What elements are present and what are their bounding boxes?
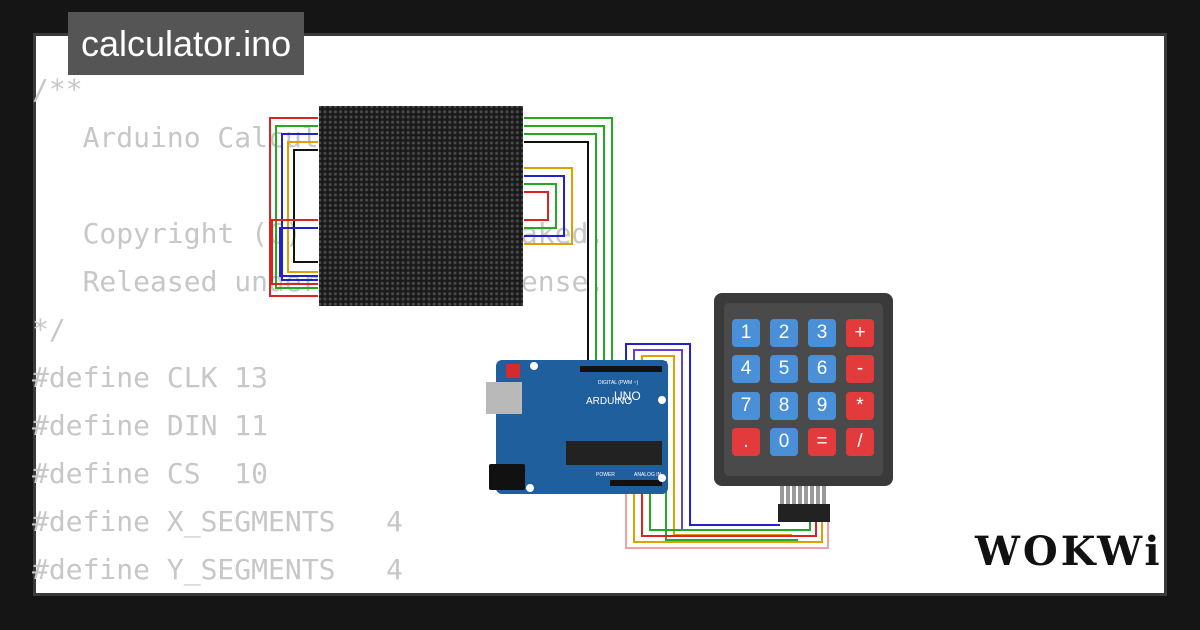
file-tab[interactable]: calculator.ino: [68, 12, 305, 75]
code-line: #define DIN 11: [32, 409, 269, 442]
keypad-key[interactable]: =: [808, 428, 836, 456]
keypad-key[interactable]: 4: [732, 355, 760, 383]
keypad-connector: [778, 504, 830, 522]
keypad-face: [724, 303, 883, 476]
keypad-pins: [780, 486, 826, 504]
keypad-key[interactable]: .: [732, 428, 760, 456]
digital-label: DIGITAL (PWM ~): [598, 380, 638, 386]
code-line: #define Y_SEGMENTS 4: [32, 553, 403, 586]
keypad-key[interactable]: *: [846, 392, 874, 420]
analog-header: [610, 480, 662, 486]
wokwi-logo: WOKWi: [975, 528, 1163, 575]
analog-label: ANALOG IN: [634, 472, 662, 478]
led-matrix-dots: [319, 106, 523, 306]
code-line: #define CLK 13: [32, 361, 269, 394]
code-line: #define X_SEGMENTS 4: [32, 505, 403, 538]
keypad-key[interactable]: 7: [732, 392, 760, 420]
keypad-key[interactable]: 9: [808, 392, 836, 420]
keypad-key[interactable]: 2: [770, 319, 798, 347]
arduino-brand: ARDUINO: [586, 396, 632, 407]
arduino-uno[interactable]: ARDUINO UNO DIGITAL (PWM ~) ANALOG IN PO…: [486, 360, 668, 494]
power-jack: [489, 464, 525, 490]
keypad-key[interactable]: 0: [770, 428, 798, 456]
keypad-key[interactable]: 6: [808, 355, 836, 383]
usb-port: [486, 382, 522, 414]
code-line: /**: [32, 73, 83, 106]
arduino-model: UNO: [614, 389, 641, 403]
code-line: #define CS 10: [32, 457, 269, 490]
keypad-key[interactable]: +: [846, 319, 874, 347]
keypad-key[interactable]: 8: [770, 392, 798, 420]
keypad-key[interactable]: /: [846, 428, 874, 456]
keypad-key[interactable]: 5: [770, 355, 798, 383]
microcontroller-chip: [566, 441, 662, 465]
keypad-key[interactable]: -: [846, 355, 874, 383]
reset-button[interactable]: [506, 364, 520, 378]
power-label: POWER: [596, 472, 615, 478]
digital-header: [580, 366, 662, 372]
keypad-key[interactable]: 3: [808, 319, 836, 347]
code-line: */: [32, 313, 66, 346]
keypad-key[interactable]: 1: [732, 319, 760, 347]
